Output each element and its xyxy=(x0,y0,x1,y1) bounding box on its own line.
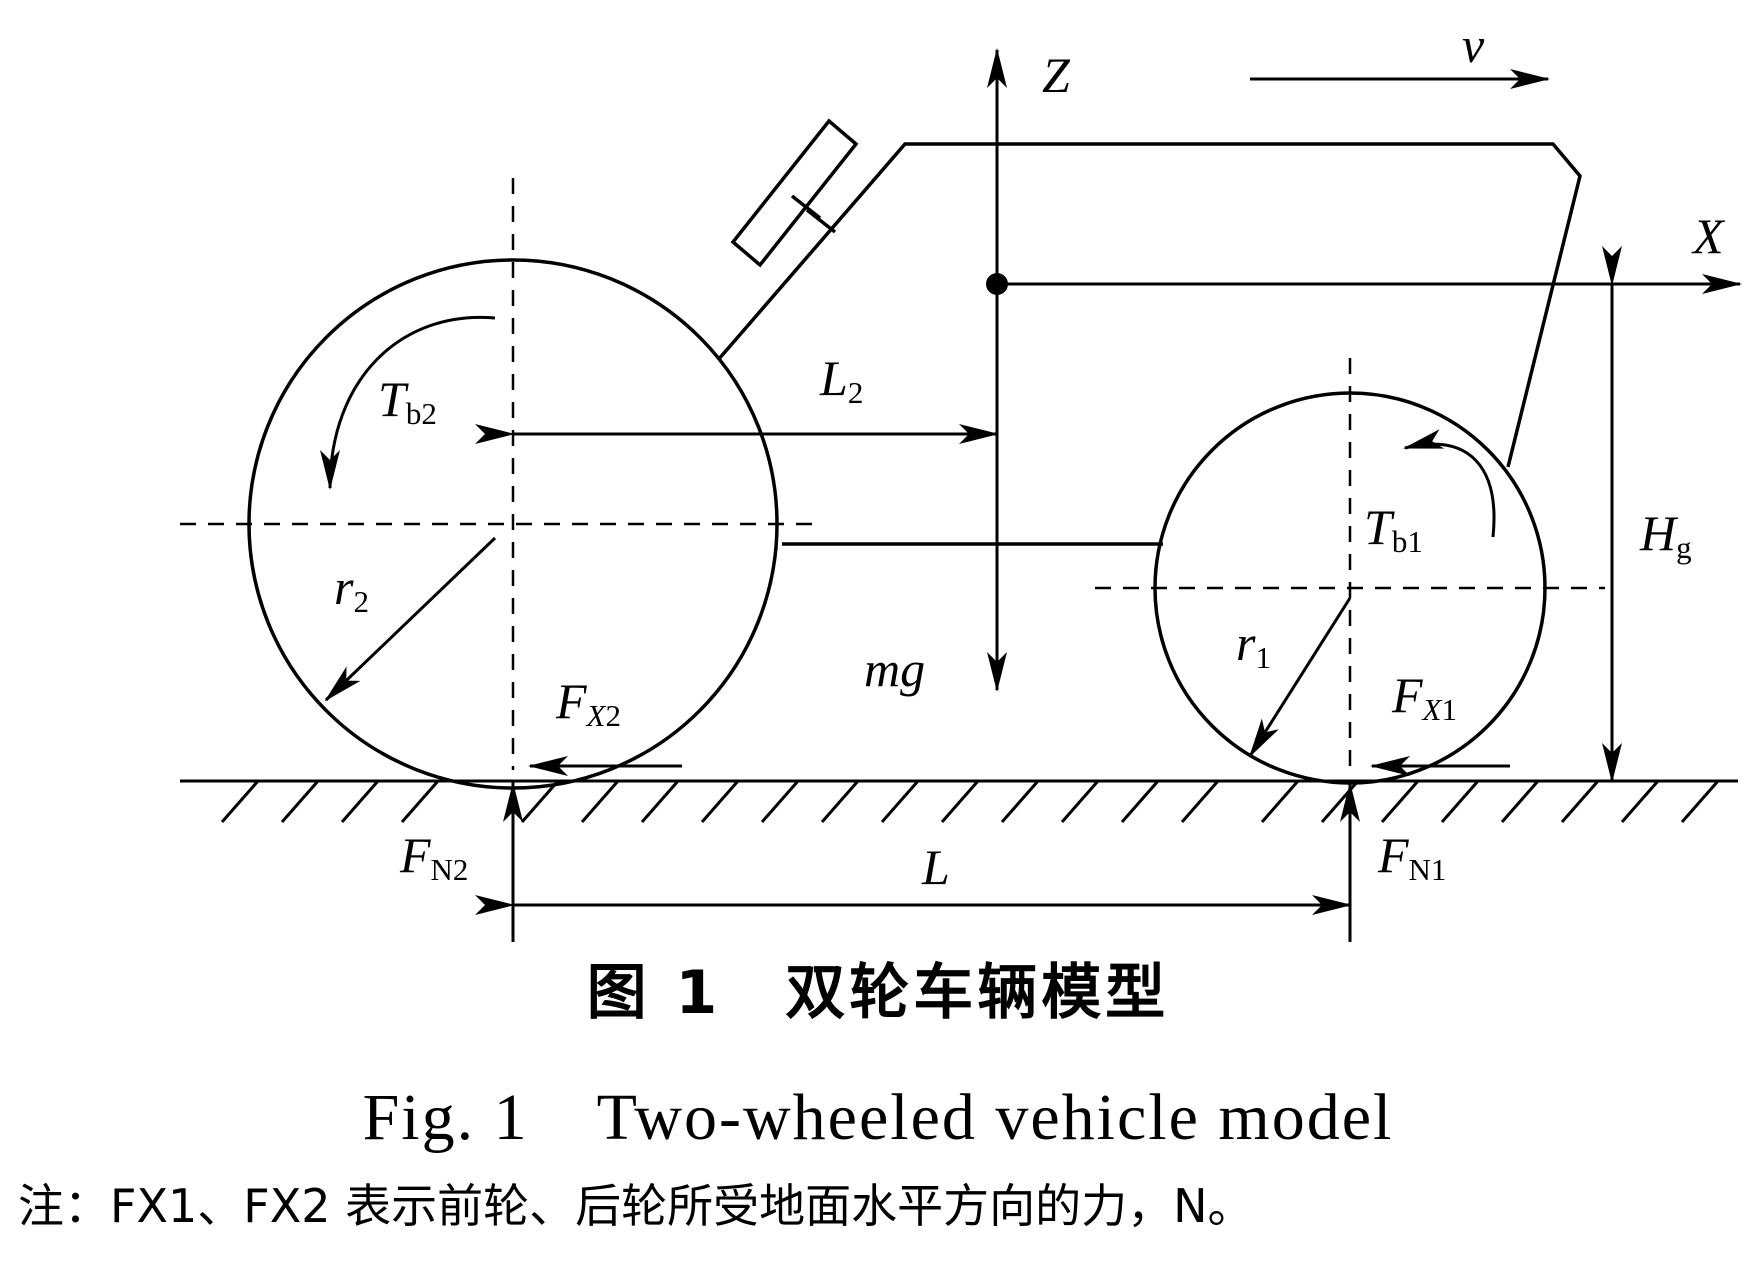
tb2-label: Tb2 xyxy=(378,371,437,431)
fx2-label: FX2 xyxy=(555,673,621,733)
tb2-torque-arrow xyxy=(320,315,496,490)
wheelbase-label: L xyxy=(921,839,950,895)
r1-label: r1 xyxy=(1236,615,1271,675)
r2-label: r2 xyxy=(334,559,369,619)
r2-radius-arrow xyxy=(324,536,497,702)
fn1-label: FN1 xyxy=(1377,827,1446,887)
tb1-label-main: T xyxy=(1364,499,1395,555)
vehicle-body xyxy=(716,142,1582,546)
fx1-label-sub-x: X xyxy=(1421,692,1443,727)
coordinate-axes xyxy=(987,48,1742,692)
fx1-label: FX1 xyxy=(1391,667,1457,727)
l2-label-sub: 2 xyxy=(848,375,864,410)
fx1-label-main: F xyxy=(1391,667,1423,723)
l2-label: L2 xyxy=(819,350,863,410)
r1-label-main: r xyxy=(1236,615,1256,671)
velocity-label: v xyxy=(1462,17,1485,73)
r2-label-main: r xyxy=(334,559,354,615)
fn2-label-sub: N2 xyxy=(431,852,469,887)
hg-label-sub: g xyxy=(1676,530,1692,565)
center-of-mass xyxy=(986,273,1008,295)
fx2-label-sub-n: 2 xyxy=(605,698,621,733)
tb2-label-sub: b2 xyxy=(406,396,437,431)
fx2-label-main: F xyxy=(555,673,587,729)
wheel-center-lines xyxy=(180,178,1605,770)
figure-caption-english: Fig. 1 Two-wheeled vehicle model xyxy=(362,1081,1394,1154)
fn1-label-main: F xyxy=(1377,827,1409,883)
fx1-label-sub-n: 1 xyxy=(1441,692,1457,727)
figure-caption-chinese: 图 1 双轮车辆模型 xyxy=(586,958,1170,1028)
hg-label-main: H xyxy=(1639,505,1679,561)
steering-wheel xyxy=(730,118,859,268)
r2-label-sub: 2 xyxy=(353,584,369,619)
fn2-label: FN2 xyxy=(399,827,468,887)
z-axis-label: Z xyxy=(1042,47,1071,103)
tb1-torque-arrow xyxy=(1403,429,1496,538)
ground xyxy=(180,779,1738,823)
figure-note: 注：FX1、FX2 表示前轮、后轮所受地面水平方向的力，N。 xyxy=(18,1179,1254,1233)
r1-radius-arrow xyxy=(1248,597,1352,758)
hg-label: Hg xyxy=(1639,505,1692,565)
fn1-label-sub: N1 xyxy=(1409,852,1447,887)
fn2-label-main: F xyxy=(399,827,431,883)
r1-label-sub: 1 xyxy=(1255,640,1271,675)
tb1-label-sub: b1 xyxy=(1392,524,1423,559)
fx2-label-sub-x: X xyxy=(585,698,607,733)
ground-hatching xyxy=(220,780,1720,823)
tb1-label: Tb1 xyxy=(1364,499,1423,559)
mg-label: mg xyxy=(864,641,925,697)
x-axis-label: X xyxy=(1691,208,1726,264)
l2-label-main: L xyxy=(819,350,848,406)
tb2-label-main: T xyxy=(378,371,409,427)
